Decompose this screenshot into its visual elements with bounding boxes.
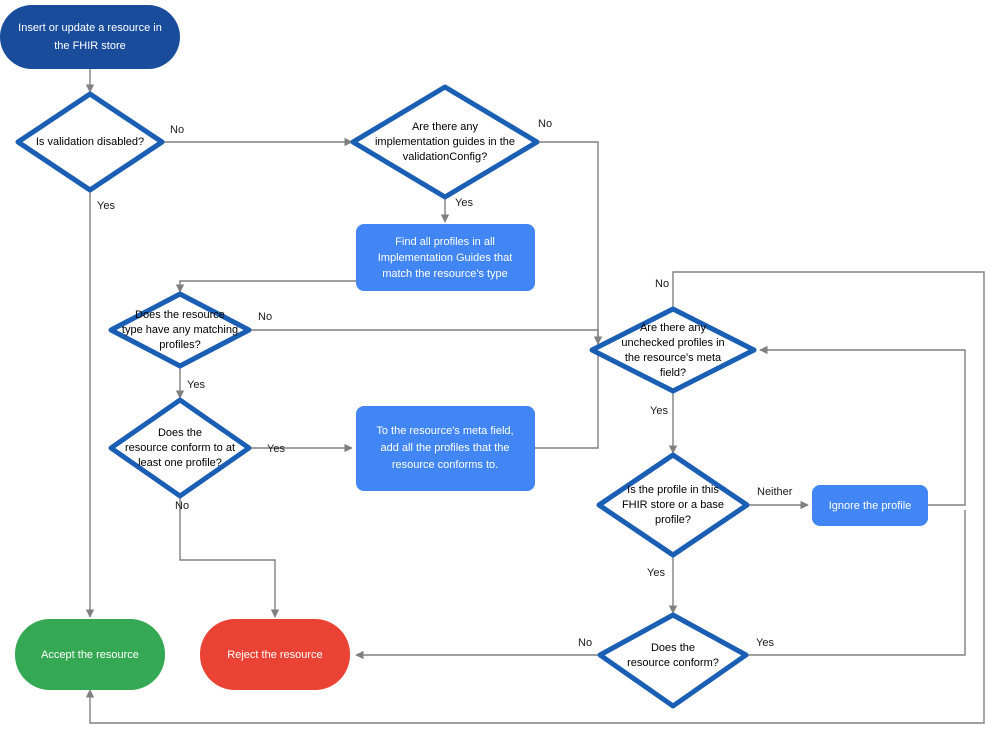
edge-label-yes-conform: Yes <box>756 637 774 649</box>
node-resource-conform-shape <box>597 612 749 709</box>
node-find-profiles-line-1: Find all profiles in all <box>395 236 495 248</box>
connector-unchecked-no-to-bottom-loop <box>85 271 985 724</box>
node-unchecked-profiles-line-1: Are there any <box>640 322 707 334</box>
node-implementation-guides-line-1: Are there any <box>412 121 479 133</box>
edge-label-no-conform: No <box>578 637 592 649</box>
node-matching-profiles[interactable]: Does the resource type have any matching… <box>108 291 252 369</box>
node-profile-in-store-line-3: profile? <box>655 514 691 526</box>
node-start-shape <box>0 5 180 69</box>
node-validation-disabled[interactable]: Is validation disabled? <box>15 91 165 193</box>
node-conform-one-profile-line-3: least one profile? <box>138 457 222 469</box>
node-implementation-guides-line-3: validationConfig? <box>403 151 487 163</box>
node-matching-profiles-line-2: type have any matching <box>122 324 238 336</box>
node-conform-one-profile-shape <box>108 397 252 499</box>
node-accept-shape <box>15 619 165 690</box>
node-unchecked-profiles-line-2: unchecked profiles in <box>621 337 724 349</box>
node-implementation-guides-line-2: implementation guides in the <box>375 136 515 148</box>
node-find-profiles-line-3: match the resource's type <box>382 268 508 280</box>
node-unchecked-profiles[interactable]: Are there any unchecked profiles in the … <box>589 306 757 394</box>
connector-conform-one-no-to-reject <box>179 498 280 618</box>
node-start[interactable]: Insert or update a resource in the FHIR … <box>0 5 180 69</box>
node-reject[interactable]: Reject the resource <box>200 619 350 690</box>
edge-label-neither: Neither <box>757 486 793 498</box>
node-validation-disabled-shape <box>15 91 165 193</box>
node-resource-conform-line-1: Does the <box>651 642 695 654</box>
node-find-profiles-shape <box>356 224 535 291</box>
edge-label-no-validation: No <box>170 124 184 136</box>
edge-label-yes-ig: Yes <box>455 197 473 209</box>
node-implementation-guides-shape <box>350 84 540 200</box>
connector-add-profiles-to-unchecked <box>535 355 599 449</box>
connector-conform-yes-to-unchecked-loop <box>748 510 966 656</box>
node-add-profiles-meta-line-1: To the resource's meta field, <box>376 425 513 437</box>
node-find-profiles-line-2: Implementation Guides that <box>378 252 513 264</box>
node-profile-in-store[interactable]: Is the profile in this FHIR store or a b… <box>596 452 750 558</box>
edge-label-yes-conform-one: Yes <box>267 443 285 455</box>
node-start-line-2: the FHIR store <box>54 40 126 52</box>
node-add-profiles-meta-line-3: resource conforms to. <box>392 459 498 471</box>
node-conform-one-profile-line-2: resource conform to at <box>125 442 235 454</box>
node-accept[interactable]: Accept the resource <box>15 619 165 690</box>
node-unchecked-profiles-line-3: the resource's meta <box>625 352 722 364</box>
node-accept-line-1: Accept the resource <box>41 649 139 661</box>
node-ignore-profile-shape <box>812 485 928 526</box>
connector-ig-no-to-unchecked <box>538 141 606 355</box>
node-resource-conform[interactable]: Does the resource conform? <box>597 612 749 709</box>
connector-matching-no-to-unchecked <box>250 329 603 345</box>
node-profile-in-store-line-2: FHIR store or a base <box>622 499 724 511</box>
node-unchecked-profiles-line-4: field? <box>660 367 686 379</box>
edge-labels: No Yes No Yes No Yes Yes No No Yes Neith… <box>97 118 793 649</box>
node-add-profiles-meta-shape <box>356 406 535 491</box>
edge-label-yes-unchecked: Yes <box>650 405 668 417</box>
node-profile-in-store-shape <box>596 452 750 558</box>
edge-label-yes-matching: Yes <box>187 379 205 391</box>
edge-label-yes-profile-store: Yes <box>647 567 665 579</box>
node-matching-profiles-shape <box>108 291 252 369</box>
node-unchecked-profiles-shape <box>589 306 757 394</box>
edge-label-no-unchecked: No <box>655 278 669 290</box>
node-find-profiles[interactable]: Find all profiles in all Implementation … <box>356 224 535 291</box>
node-reject-line-1: Reject the resource <box>227 649 322 661</box>
edge-label-no-conform-one: No <box>175 500 189 512</box>
node-conform-one-profile[interactable]: Does the resource conform to at least on… <box>108 397 252 499</box>
node-matching-profiles-line-3: profiles? <box>159 339 201 351</box>
node-validation-disabled-line-1: Is validation disabled? <box>36 136 144 148</box>
node-ignore-profile[interactable]: Ignore the profile <box>812 485 928 526</box>
edge-label-no-ig: No <box>538 118 552 130</box>
edge-label-yes-validation: Yes <box>97 200 115 212</box>
node-conform-one-profile-line-1: Does the <box>158 427 202 439</box>
node-ignore-profile-line-1: Ignore the profile <box>829 500 912 512</box>
node-resource-conform-line-2: resource conform? <box>627 657 719 669</box>
node-add-profiles-meta[interactable]: To the resource's meta field, add all th… <box>356 406 535 491</box>
node-start-line-1: Insert or update a resource in <box>18 22 162 34</box>
node-reject-shape <box>200 619 350 690</box>
node-add-profiles-meta-line-2: add all the profiles that the <box>380 442 509 454</box>
node-profile-in-store-line-1: Is the profile in this <box>627 484 719 496</box>
edge-label-no-matching: No <box>258 311 272 323</box>
connector-find-profiles-to-matching <box>175 280 356 293</box>
connectors <box>85 69 985 724</box>
node-matching-profiles-line-1: Does the resource <box>135 309 225 321</box>
node-implementation-guides[interactable]: Are there any implementation guides in t… <box>350 84 540 200</box>
connector-ignore-back-to-unchecked <box>759 345 966 506</box>
